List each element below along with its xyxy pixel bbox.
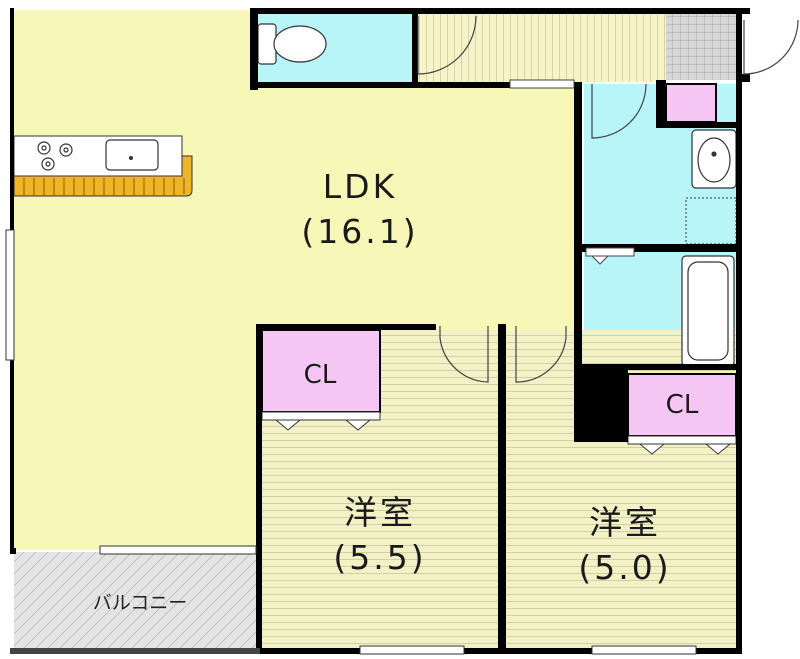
closet-entrance	[665, 83, 717, 123]
kitchen-counter	[13, 135, 193, 197]
hallway-floor	[418, 10, 666, 82]
bedroom-right-name: 洋室	[589, 503, 661, 542]
bedroom-left-size: (5.5)	[333, 538, 427, 577]
ldk-room-size: (16.1)	[301, 212, 419, 251]
washbasin-icon	[691, 129, 737, 189]
sink-icon	[105, 139, 159, 171]
entrance-floor	[666, 10, 738, 80]
closet-left	[261, 329, 381, 413]
bedroom-right-size: (5.0)	[578, 548, 672, 587]
closet-right-label: CL	[665, 390, 699, 420]
doors	[417, 15, 799, 383]
ldk-room-name: LDK	[322, 167, 398, 206]
stove-icon	[37, 141, 73, 171]
closet-left-label: CL	[303, 360, 337, 390]
balcony-rail	[10, 648, 260, 654]
windows	[5, 229, 697, 655]
toilet-icon	[257, 23, 327, 65]
ldk-lower-floor	[14, 326, 260, 550]
bedroom-left-name: 洋室	[344, 493, 416, 532]
bathtub-icon	[681, 255, 735, 367]
sliding-doors	[509, 79, 635, 265]
balcony-floor	[14, 552, 260, 648]
balcony-label: バルコニー	[92, 592, 188, 614]
